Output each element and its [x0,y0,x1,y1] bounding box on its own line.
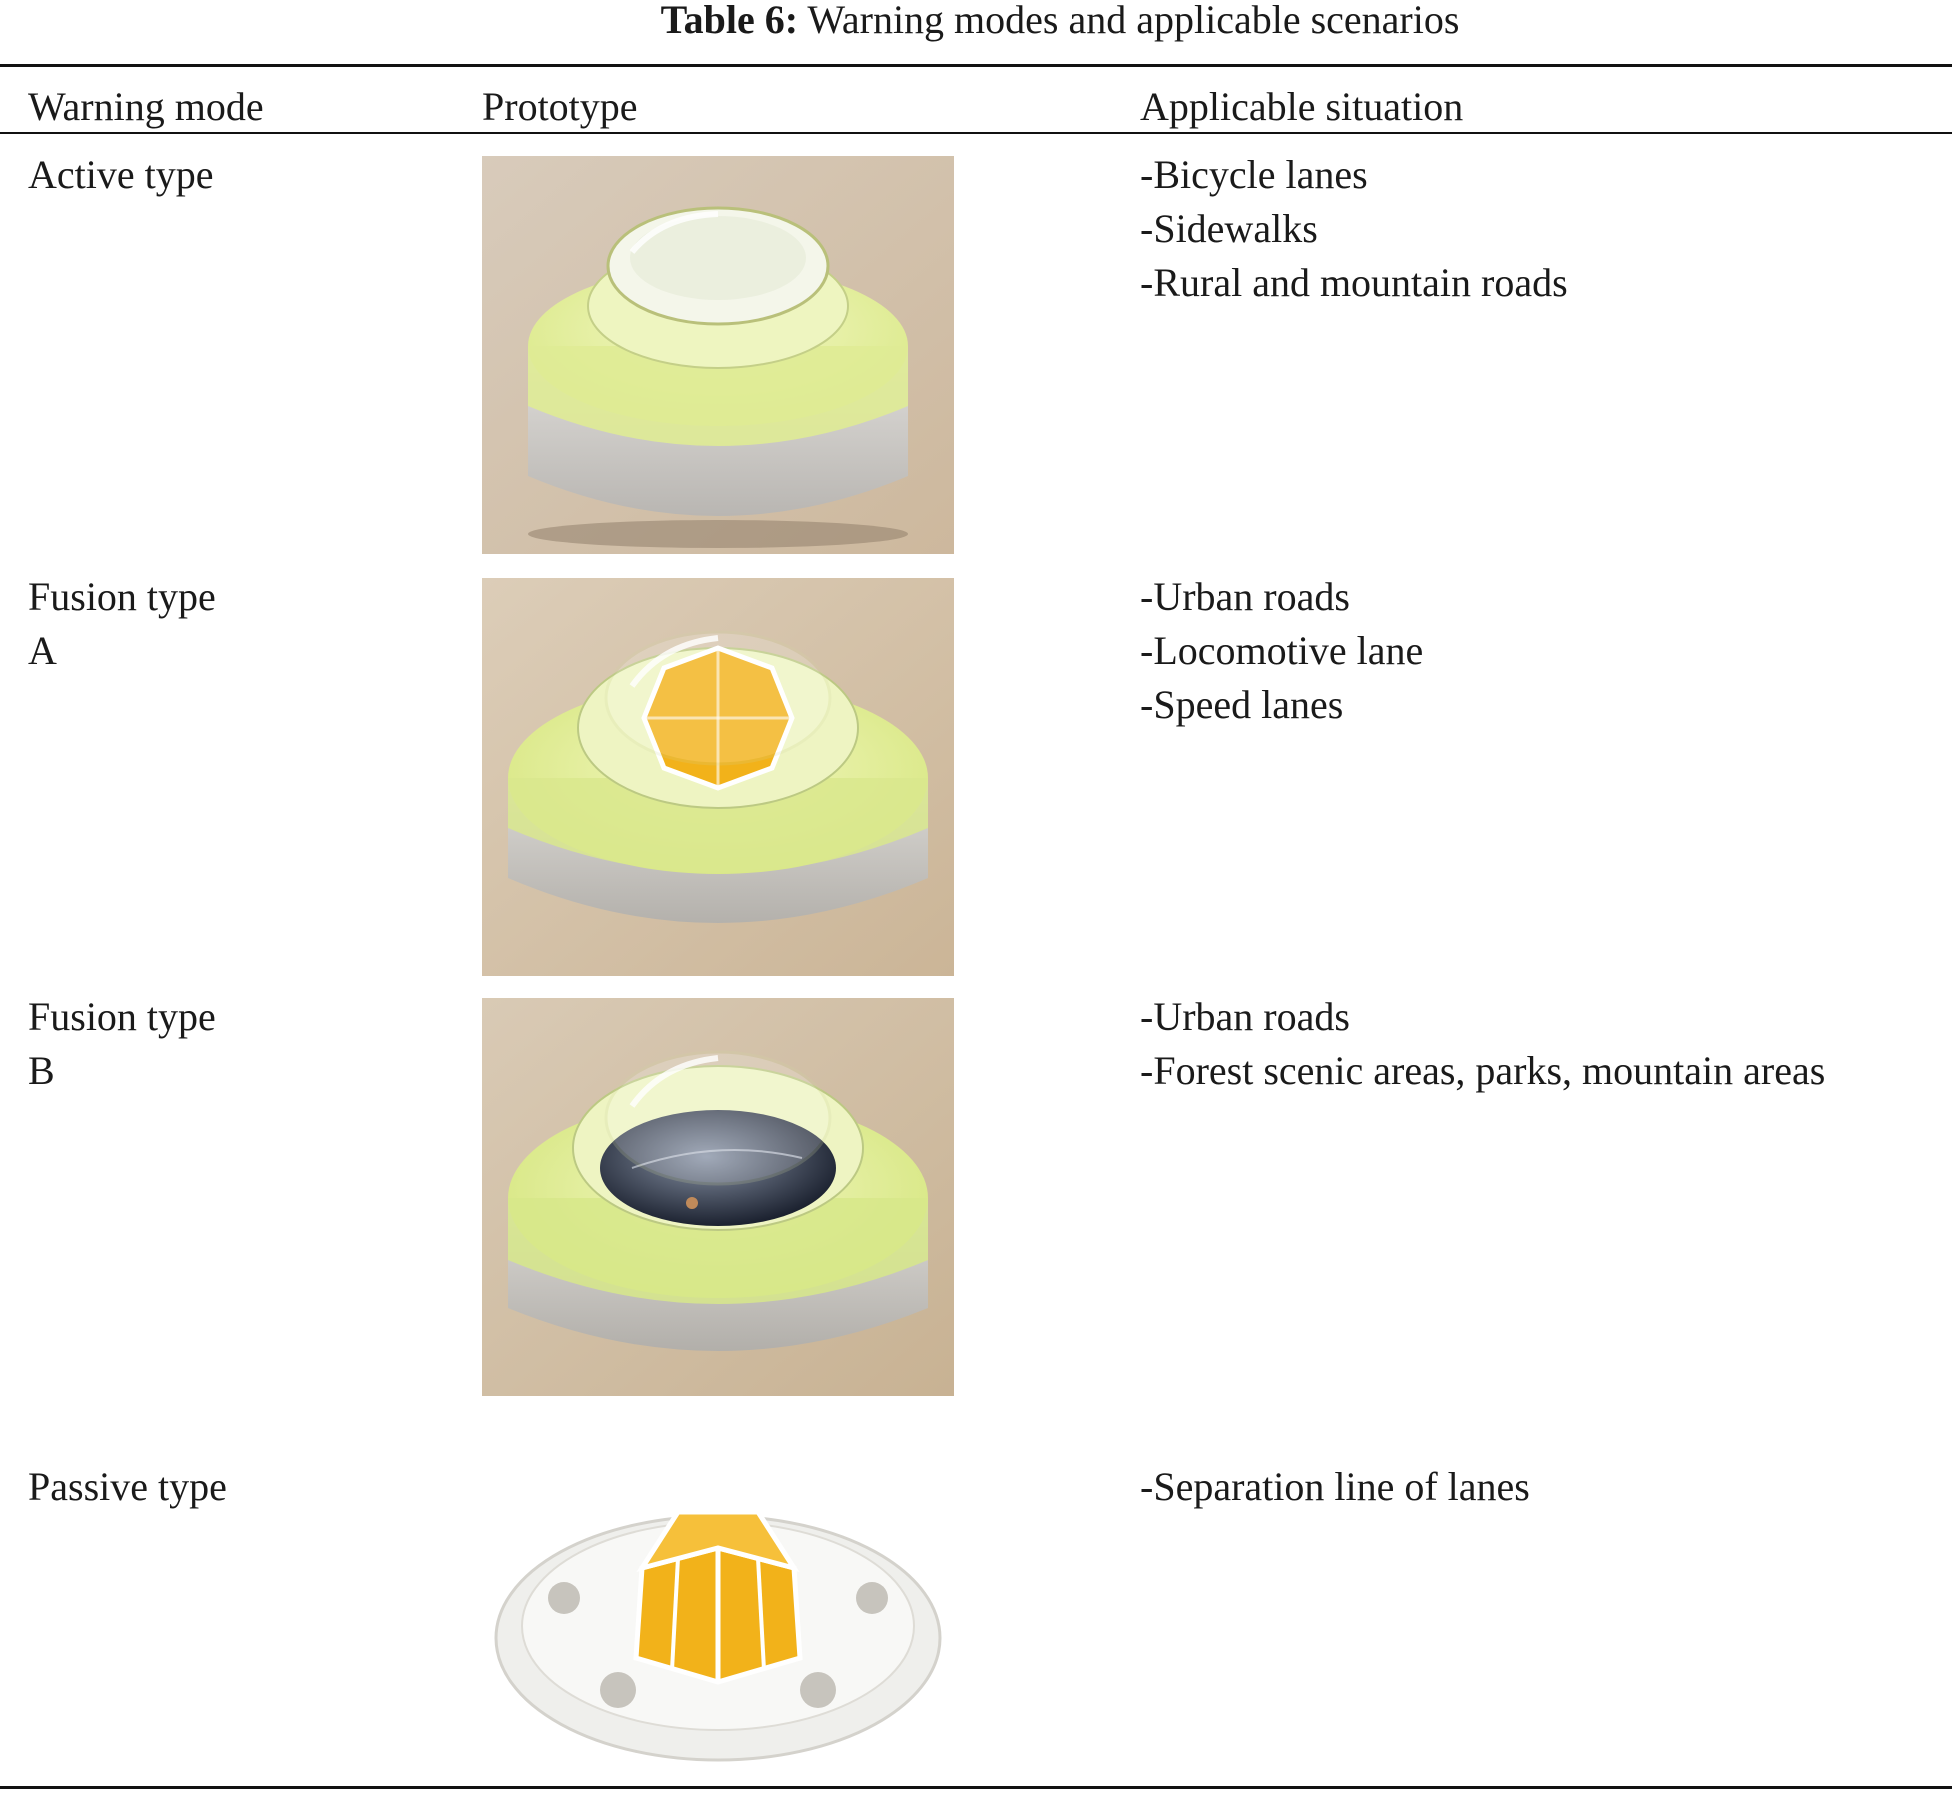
row-3-mode-line: Fusion type [28,994,216,1039]
prototype-photo-passive-type [482,1468,954,1768]
situation-item: -Sidewalks [1140,206,1318,251]
situation-item: -Bicycle lanes [1140,152,1368,197]
dome-stud-yellow-reflector-image [482,578,954,976]
row-2-situations: -Urban roads -Locomotive lane -Speed lan… [1140,570,1423,732]
row-1-situations: -Bicycle lanes -Sidewalks -Rural and mou… [1140,148,1568,310]
row-1-mode-line: Active type [28,152,214,197]
white-base-octagonal-reflector-image [482,1468,954,1768]
situation-item: -Urban roads [1140,574,1350,619]
table-header-rule [0,132,1952,134]
header-applicable-situation: Applicable situation [1140,84,1464,129]
prototype-photo-fusion-type-a [482,578,954,976]
row-4-situations: -Separation line of lanes [1140,1460,1530,1514]
prototype-photo-active-type [482,156,954,554]
table-caption: Table 6: Warning modes and applicable sc… [0,0,1952,40]
row-3-mode-line: B [28,1048,55,1093]
situation-item: -Speed lanes [1140,682,1344,727]
row-3-situations: -Urban roads -Forest scenic areas, parks… [1140,990,1825,1098]
clear-dome-yellow-ring-stud-image [482,156,954,554]
header-warning-mode: Warning mode [28,84,264,129]
caption-label: Table 6: [660,0,799,42]
row-2-mode-line: Fusion type [28,574,216,619]
prototype-photo-fusion-type-b [482,998,954,1396]
situation-item: -Separation line of lanes [1140,1464,1530,1509]
row-1-mode: Active type [28,148,214,202]
row-4-mode-line: Passive type [28,1464,227,1509]
situation-item: -Urban roads [1140,994,1350,1039]
caption-text: Warning modes and applicable scenarios [807,0,1460,42]
row-4-mode: Passive type [28,1460,227,1514]
header-prototype: Prototype [482,84,638,129]
situation-item: -Forest scenic areas, parks, mountain ar… [1140,1048,1826,1093]
dome-stud-solar-panel-image [482,998,954,1396]
situation-item: -Locomotive lane [1140,628,1424,673]
table-bottom-rule [0,1786,1952,1789]
row-2-mode: Fusion type A [28,570,216,678]
situation-item: -Rural and mountain roads [1140,260,1568,305]
row-2-mode-line: A [28,628,57,673]
table-top-rule [0,64,1952,67]
row-3-mode: Fusion type B [28,990,216,1098]
